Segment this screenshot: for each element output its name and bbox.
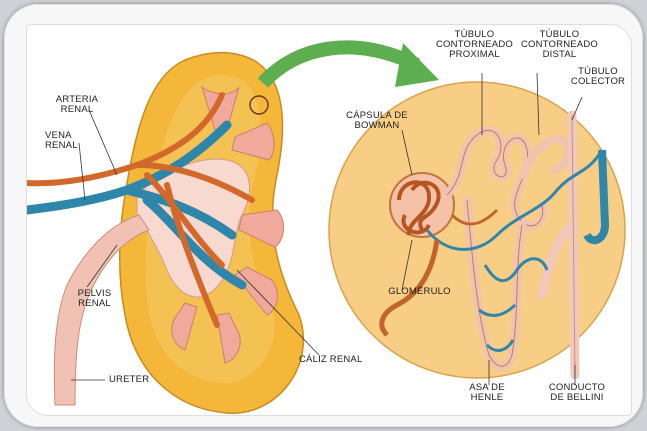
label-glomerulo: GLOMÉRULO: [382, 287, 457, 297]
label-ureter: URETER: [109, 375, 169, 385]
label-conducto-bellini: CONDUCTO DE BELLINI: [537, 383, 617, 403]
label-arteria-renal: ARTERIA RENAL: [42, 95, 112, 115]
label-tubulo-distal: TÚBULO CONTORNEADO DISTAL: [512, 30, 607, 60]
label-vena-renal: VENA RENAL: [45, 131, 95, 151]
kidney-diagram-panel: ARTERIA RENAL VENA RENAL PELVIS RENAL UR…: [26, 24, 632, 416]
label-asa-henle: ASA DE HENLE: [452, 383, 522, 403]
label-pelvis-renal: PELVIS RENAL: [67, 289, 122, 309]
label-capsula-bowman: CÁPSULA DE BOWMAN: [337, 111, 417, 131]
image-frame: ARTERIA RENAL VENA RENAL PELVIS RENAL UR…: [4, 4, 643, 427]
zoom-arrow: [263, 47, 417, 83]
label-tubulo-proximal: TÚBULO CONTORNEADO PROXIMAL: [427, 30, 522, 60]
label-caliz-renal: CÁLIZ RENAL: [299, 355, 379, 365]
label-tubulo-colector: TÚBULO COLECTOR: [567, 67, 629, 87]
